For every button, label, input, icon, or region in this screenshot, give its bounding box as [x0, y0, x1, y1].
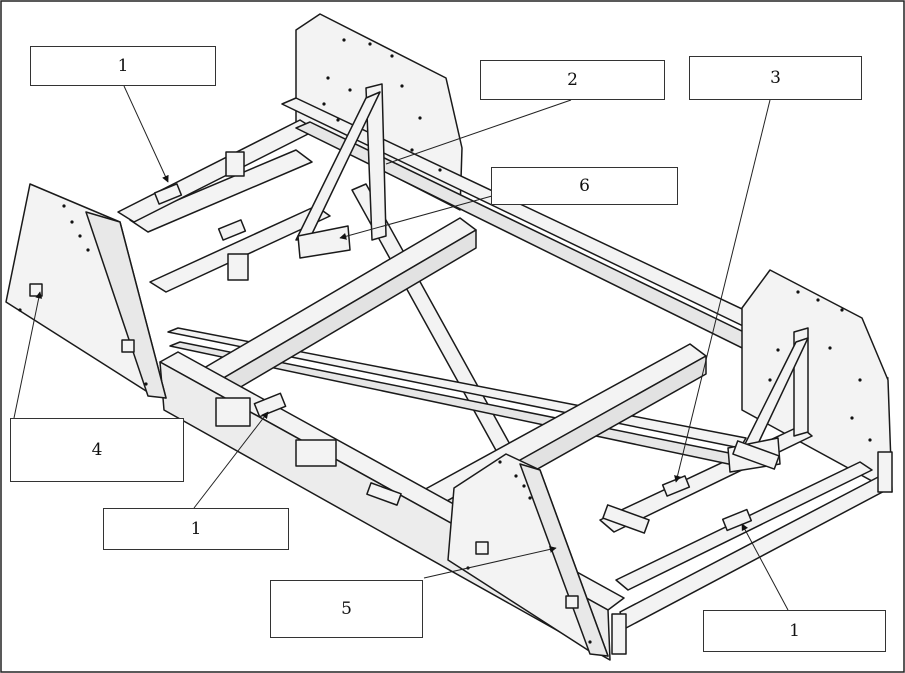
- callout-label: 2: [567, 70, 578, 90]
- left-mid-clamp: [217, 219, 247, 241]
- callout-1-right: 1: [703, 610, 886, 652]
- leader-1-top: [123, 85, 169, 183]
- callout-2: 2: [480, 60, 665, 100]
- callout-label: 6: [579, 176, 590, 196]
- long-rear-rail: [281, 97, 889, 391]
- right-bracket-b: [732, 440, 780, 470]
- right-plate-block: [565, 595, 579, 609]
- leader-5: [423, 545, 557, 579]
- left-plate-block: [121, 339, 135, 353]
- left-upright-post: [365, 83, 387, 241]
- nameplate: [295, 439, 337, 467]
- back-right-side-plate: [741, 269, 893, 493]
- leader-2: [385, 99, 572, 165]
- callout-label: 1: [789, 621, 800, 641]
- front-rail-plate: [215, 397, 251, 427]
- callout-1-front: 1: [103, 508, 289, 550]
- right-end-rail-front: [615, 461, 873, 591]
- left-strut-foot: [297, 225, 351, 259]
- left-end-rail-front: [149, 205, 331, 293]
- bolt-holes: [18, 38, 872, 644]
- right-end-post: [611, 613, 627, 655]
- front-right-plate-edge: [519, 463, 609, 657]
- callout-1-top: 1: [30, 46, 216, 86]
- callout-6: 6: [491, 167, 678, 205]
- leader-3: [674, 99, 771, 483]
- left-mount-plate-b: [227, 253, 249, 281]
- left-plate-lug: [29, 283, 43, 297]
- callout-3: 3: [689, 56, 862, 100]
- leader-4: [13, 291, 43, 419]
- left-rear-clamp: [153, 183, 183, 205]
- left-mount-plate-a: [225, 151, 245, 177]
- right-front-clamp: [721, 508, 753, 532]
- callout-label: 4: [91, 440, 103, 460]
- front-rail-clamp: [253, 392, 287, 418]
- right-plate-lug: [475, 541, 489, 555]
- front-left-plate-edge: [85, 211, 167, 399]
- leader-6: [339, 195, 493, 240]
- leader-1-front: [193, 411, 269, 509]
- callout-label: 1: [117, 56, 129, 76]
- callout-label: 1: [190, 519, 202, 539]
- leader-1-right: [741, 523, 789, 611]
- callout-5: 5: [270, 580, 423, 638]
- front-rail-slot: [366, 482, 402, 506]
- right-rear-clamp: [661, 475, 691, 497]
- callout-4: 4: [10, 418, 184, 482]
- right-bracket-a: [602, 504, 650, 534]
- callout-label: 3: [770, 68, 781, 88]
- callout-label: 5: [341, 599, 352, 619]
- right-end-post-rear: [877, 451, 893, 493]
